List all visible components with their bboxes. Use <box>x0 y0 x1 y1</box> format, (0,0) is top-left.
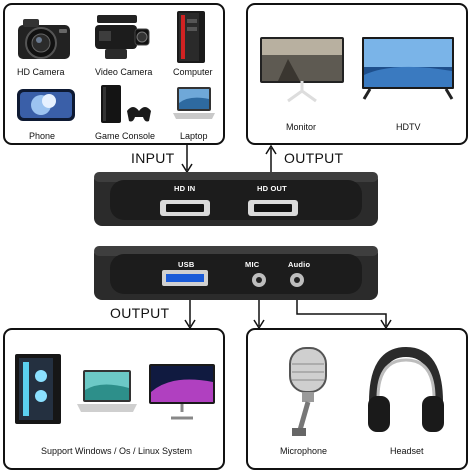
desktop-pc-icon <box>9 352 69 426</box>
usb-output-arrow <box>184 300 196 330</box>
capture-device-front: HD IN HD OUT <box>94 170 378 228</box>
headset-icon <box>364 346 448 438</box>
output-arrow-top <box>265 144 277 174</box>
phone-icon <box>15 87 77 123</box>
hd-out-label: HD OUT <box>257 184 287 193</box>
capture-device-back: USB MIC Audio <box>94 244 378 302</box>
headset-label: Headset <box>390 446 424 456</box>
displays-panel: Monitor HDTV <box>246 3 468 145</box>
output-flow-label-top: OUTPUT <box>284 150 344 166</box>
monitor-pc-icon <box>145 362 219 422</box>
mic-arrow <box>253 300 265 330</box>
audio-panel: Microphone Headset <box>246 328 468 470</box>
game-console-label: Game Console <box>95 131 156 141</box>
laptop-icon <box>171 85 217 125</box>
input-flow-label: INPUT <box>131 150 175 166</box>
systems-panel: Support Windows / Os / Linux System <box>3 328 225 470</box>
microphone-icon <box>280 344 336 440</box>
microphone-label: Microphone <box>280 446 328 456</box>
hdtv-icon <box>360 35 456 105</box>
mic-label: MIC <box>245 260 260 269</box>
laptop-computer-icon <box>75 368 139 420</box>
monitor-label: Monitor <box>286 122 317 132</box>
hd-camera-icon <box>15 13 73 63</box>
audio-arrow <box>296 300 392 330</box>
systems-caption: Support Windows / Os / Linux System <box>41 446 193 456</box>
video-camera-label: Video Camera <box>95 67 153 77</box>
output-flow-label-bottom: OUTPUT <box>110 305 170 321</box>
hd-in-label: HD IN <box>174 184 196 193</box>
hdtv-label: HDTV <box>396 122 421 132</box>
game-console-icon <box>97 81 153 127</box>
laptop-label: Laptop <box>180 131 208 141</box>
phone-label: Phone <box>29 131 56 141</box>
hd-camera-label: HD Camera <box>17 67 65 77</box>
sources-panel: HD Camera Video Camera Computer <box>3 3 225 145</box>
video-camera-icon <box>91 11 153 63</box>
audio-label: Audio <box>288 260 311 269</box>
usb-label: USB <box>178 260 195 269</box>
computer-tower-icon <box>173 9 209 65</box>
monitor-icon <box>258 35 346 105</box>
computer-label: Computer <box>173 67 213 77</box>
